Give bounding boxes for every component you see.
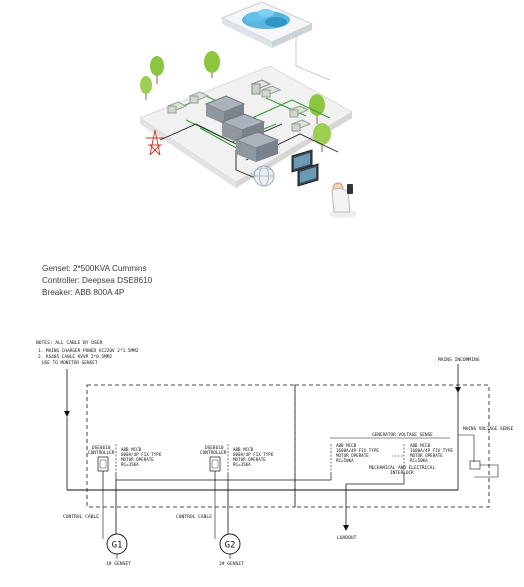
generator-2-label: G2 xyxy=(225,541,236,551)
breaker-1-line-1: ABB MCCB xyxy=(121,447,142,452)
controller-1-box xyxy=(97,456,109,472)
globe-icon xyxy=(253,165,275,187)
control-cable-1-label: CONTROL CABLE xyxy=(63,514,99,520)
wiring-schematic: NOTES: ALL CABLE BY USER 1. MAINS CHARGE… xyxy=(36,340,514,567)
notes-line-2: 2. RS485 CABLE KVVP 2*0.5MM2 xyxy=(38,354,112,360)
tree-icon xyxy=(204,51,220,78)
system-illustration xyxy=(138,1,357,218)
generator-set-icon xyxy=(234,131,280,162)
spec-controller: Controller: Deepsea DSE8610 xyxy=(42,276,153,285)
controller-2-box xyxy=(209,456,221,472)
control-box-icon xyxy=(290,119,312,132)
monitor-icon xyxy=(291,149,313,173)
loadout-label: LOADOUT xyxy=(337,535,357,541)
breaker-3-line-2: 1600A/4P FIX TYPE xyxy=(336,448,379,453)
arrow-down-icon xyxy=(455,387,461,393)
controller-2-model: DSE8610 xyxy=(205,445,224,451)
tree-icon xyxy=(140,76,152,100)
breaker-1-line-3: MOTOR OPERATE xyxy=(121,457,154,462)
interlock-line-2: INTERLOCK xyxy=(390,470,414,476)
notes-line-3: USE TO MONITOR GENSET xyxy=(42,360,98,366)
monitor-icon xyxy=(297,163,319,187)
notes-title: NOTES: ALL CABLE BY USER xyxy=(36,340,103,346)
cloud-server xyxy=(220,1,314,48)
breaker-4-line-1: ABB MCCB xyxy=(410,443,431,448)
genset-2-caption: 2# GENSET xyxy=(219,561,244,567)
spec-breaker: Breaker: ABB 800A 4P xyxy=(42,288,125,297)
panel-enclosure xyxy=(86,384,296,508)
ats-panel-icon xyxy=(250,79,272,95)
mains-sense-box xyxy=(469,460,481,470)
tree-icon xyxy=(150,56,164,84)
interlock-line-1: MECHANICAL AND ELECTRICAL xyxy=(369,465,435,471)
breaker-4-line-3: MOTOR OPERATE xyxy=(410,453,443,458)
breaker-4-line-4: RC=50KA xyxy=(410,458,428,463)
arrow-down-icon xyxy=(343,525,349,531)
genset-1-caption: 1# GENSET xyxy=(106,561,131,567)
breaker-2-line-1: ABB MCCB xyxy=(233,447,254,452)
notes-line-1: 1. MAINS CHARGER POWER AC220V 2*1.5MM2 xyxy=(38,348,139,354)
generator-1-label: G1 xyxy=(112,541,123,551)
user-icon xyxy=(329,182,357,218)
breaker-2-line-2: 800A/4P FIX TYPE xyxy=(233,452,274,457)
breaker-1-line-2: 800A/4P FIX TYPE xyxy=(121,452,162,457)
controller-1-model: DSE8610 xyxy=(92,445,111,451)
breaker-1-line-4: RC=35KA xyxy=(121,462,139,467)
ats-enclosure xyxy=(294,384,490,508)
controller-1-label: CONTROLLER xyxy=(88,450,115,456)
control-cable-2-label: CONTROL CABLE xyxy=(176,514,212,520)
generator-voltage-sense-label: GENERATOR VOLTAGE SENSE xyxy=(372,432,433,438)
base-platform-edge xyxy=(140,118,236,188)
breaker-3-line-4: RC=50KA xyxy=(336,458,354,463)
transmission-tower-icon xyxy=(146,129,164,156)
arrow-down-icon xyxy=(64,411,70,417)
tree-icon xyxy=(313,123,331,152)
control-box-icon xyxy=(188,91,210,104)
controller-2-label: CONTROLLER xyxy=(200,450,227,456)
breaker-2-line-3: MOTOR OPERATE xyxy=(233,457,266,462)
breaker-2-line-4: RC=35KA xyxy=(233,462,251,467)
control-box-icon xyxy=(260,85,282,98)
mains-incoming-label: MAINS INCOMMING xyxy=(438,357,480,363)
breaker-3-line-3: MOTOR OPERATE xyxy=(336,453,369,458)
breaker-3-line-1: ABB MCCB xyxy=(336,443,357,448)
mains-voltage-sense-label: MAINS VOLTAGE SENSE xyxy=(463,426,514,432)
breaker-4-line-2: 1600A/4P FIX TYPE xyxy=(410,448,453,453)
control-box-icon xyxy=(288,105,310,118)
control-box-icon xyxy=(166,101,188,114)
spec-genset: Genset: 2*500KVA Cummins xyxy=(42,264,147,273)
